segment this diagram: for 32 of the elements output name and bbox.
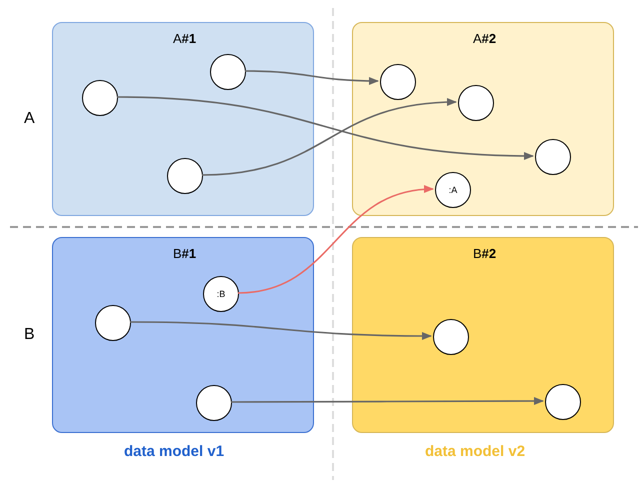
arrow [238,186,434,294]
row-label: B [24,326,35,344]
column-label: data model v1 [124,443,224,460]
group-panel [352,22,614,216]
arrow [130,321,432,340]
node-label: :A [448,185,458,195]
circle-node [380,64,416,100]
panel-title: B#1 [173,246,196,261]
circle-node [458,85,494,121]
node-label: :B [216,289,226,299]
row-label: A [24,110,35,128]
group-panel [352,237,614,433]
group-panel [52,237,314,433]
circle-node [196,385,232,421]
circle-node [82,80,118,116]
circle-node [535,139,571,175]
circle-node [433,319,469,355]
arrow [231,397,544,405]
circle-node [435,172,471,208]
circle-node [95,305,131,341]
arrow [116,96,534,160]
panel-title: B#2 [473,246,496,261]
group-panel [52,22,314,216]
arrow [244,70,379,85]
circle-node [167,158,203,194]
column-label: data model v2 [425,443,526,460]
circle-node [210,54,246,90]
panel-title: A#2 [473,31,496,46]
panel-title: A#1 [173,31,196,46]
circle-node [203,276,239,312]
arrow [202,98,457,176]
circle-node [545,384,581,420]
